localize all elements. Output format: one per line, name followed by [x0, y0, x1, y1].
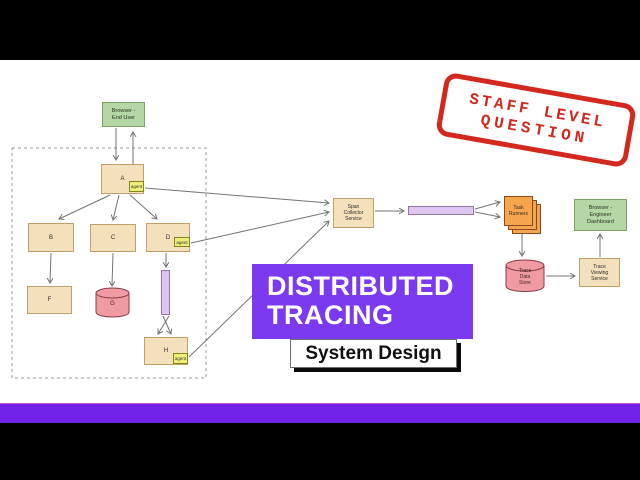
- arrow-queue-to-runners-1: [474, 202, 500, 210]
- title-line-1: DISTRIBUTED: [267, 271, 454, 301]
- database-g-label: G: [110, 301, 115, 307]
- service-c-node: C: [90, 224, 136, 252]
- trace-viewing-service-node: Trace Viewing Service: [579, 258, 620, 287]
- trace-data-store-label: Trace Data Store: [518, 267, 532, 286]
- title-banner: DISTRIBUTED TRACING: [252, 264, 473, 339]
- span-buffer-bar: [161, 270, 170, 315]
- browser-engineer-dashboard-node: Browser - Engineer Dashboard: [574, 199, 627, 231]
- agent-chip-a: agent: [129, 181, 144, 192]
- arrow-buffer-to-h-2: [158, 315, 170, 334]
- arrow-queue-to-runners-2: [474, 211, 500, 217]
- bottom-letterbox-bar: [0, 423, 640, 480]
- service-d-label: D: [165, 234, 171, 241]
- purple-accent-strip: [0, 403, 640, 424]
- arrow-c-to-g: [112, 252, 113, 286]
- span-queue-bar: [408, 206, 474, 215]
- arrow-b-to-f: [50, 252, 51, 283]
- trace-data-store-cylinder: [505, 259, 545, 292]
- span-collector-service-node: Span Collector Service: [333, 198, 374, 228]
- service-a-label: A: [120, 176, 125, 182]
- arrow-agent-a-to-collector: [144, 187, 329, 203]
- arrow-a-to-b: [59, 194, 111, 219]
- top-letterbox-bar: [0, 0, 640, 60]
- browser-end-user-label-1: Browser -: [111, 107, 136, 114]
- service-c-label: C: [110, 235, 116, 241]
- agent-chip-d: agent: [174, 237, 190, 247]
- task-runner-card-1: Task Runners: [504, 196, 533, 226]
- service-f-node: F: [27, 286, 72, 314]
- agent-chip-d-label: agent: [176, 239, 188, 245]
- browser-end-user-node: Browser - End User: [102, 102, 145, 127]
- system-design-badge: System Design: [290, 339, 457, 368]
- arrow-a-to-c: [113, 194, 120, 220]
- service-f-label: F: [47, 297, 52, 303]
- agent-chip-a-label: agent: [130, 184, 143, 189]
- arrow-a-to-d: [129, 194, 157, 219]
- task-runners-stack: Task Runners: [504, 196, 541, 234]
- service-a-node: A: [101, 164, 144, 194]
- browser-end-user-label-2: End User: [112, 114, 135, 121]
- arrow-buffer-to-h-1: [162, 315, 171, 334]
- agent-chip-h: agent: [173, 353, 188, 364]
- system-design-label: System Design: [305, 342, 442, 364]
- traced-system-dashed-boundary: [11, 147, 207, 379]
- service-b-node: B: [28, 223, 74, 252]
- title-line-2: TRACING: [267, 300, 394, 330]
- service-b-label: B: [48, 234, 53, 241]
- arrow-agent-d-to-collector: [190, 212, 329, 244]
- database-g-cylinder: [95, 287, 130, 318]
- agent-chip-h-label: agent: [174, 356, 187, 361]
- service-h-label: H: [163, 348, 169, 354]
